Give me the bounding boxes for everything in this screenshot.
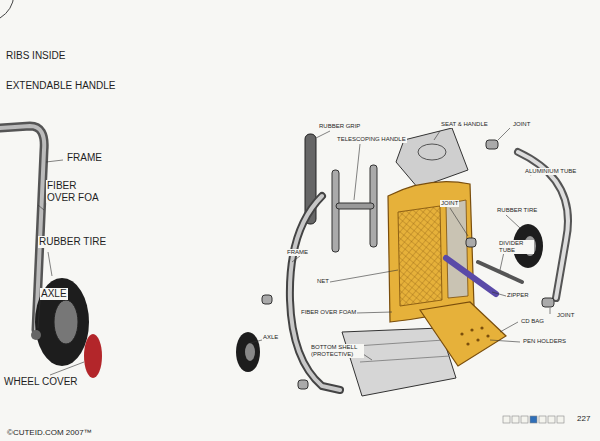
part-label: FIBER OVER FOA [46, 180, 102, 203]
frame-tube [0, 126, 44, 330]
page-markers [503, 416, 564, 423]
part-label: AXLE [40, 288, 68, 300]
page-number: 227 [576, 414, 591, 423]
left-sketch [0, 0, 102, 378]
part-label: FRAME [66, 152, 103, 164]
net [398, 206, 442, 306]
part-label: RUBBER TIRE [38, 236, 107, 248]
watermark: ©CUTEID.COM 2007™ [6, 428, 93, 437]
joints [262, 140, 554, 389]
part-label: RUBBER TIRE [496, 207, 538, 214]
frame [290, 196, 340, 390]
part-label: EXTENDABLE HANDLE [5, 80, 116, 92]
wheel-cover [84, 334, 102, 378]
part-label: AXLE [262, 334, 279, 341]
part-label: PEN HOLDERS [522, 338, 567, 345]
part-label: SEAT & HANDLE [440, 121, 489, 128]
axle [31, 330, 41, 340]
bag [388, 182, 474, 322]
part-label: CD BAG [520, 318, 545, 325]
left-wheel [236, 332, 260, 372]
leader-lines [250, 128, 550, 360]
seat [396, 128, 468, 188]
divider-tube [478, 262, 522, 282]
part-label: ALUMINIUM TUBE [524, 168, 577, 175]
part-label: FRAME [286, 249, 309, 256]
part-label: FIBER OVER FOAM [300, 309, 357, 316]
part-label: TELESCOPING HANDLE [336, 136, 407, 143]
part-label: RUBBER GRIP [318, 123, 361, 130]
part-label: NET [316, 278, 330, 285]
part-label: RIBS INSIDE [5, 50, 66, 62]
part-label: DIVIDER TUBE [498, 240, 534, 254]
part-label: WHEEL COVER [3, 376, 79, 388]
telescoping-handle [332, 165, 377, 252]
zipper [446, 258, 496, 294]
part-label: BOTTOM SHELL (PROTECTIVE) [310, 344, 364, 358]
part-label: JOINT [440, 200, 459, 207]
rubber-tire [35, 278, 89, 366]
part-label: JOINT [556, 312, 575, 319]
frame-highlight [0, 126, 44, 330]
exploded-view [236, 128, 568, 423]
part-label: JOINT [512, 121, 531, 128]
wheel-hub [54, 300, 78, 344]
circle-detail [0, 0, 14, 18]
lid [420, 302, 506, 366]
part-label: ZIPPER [506, 292, 530, 299]
